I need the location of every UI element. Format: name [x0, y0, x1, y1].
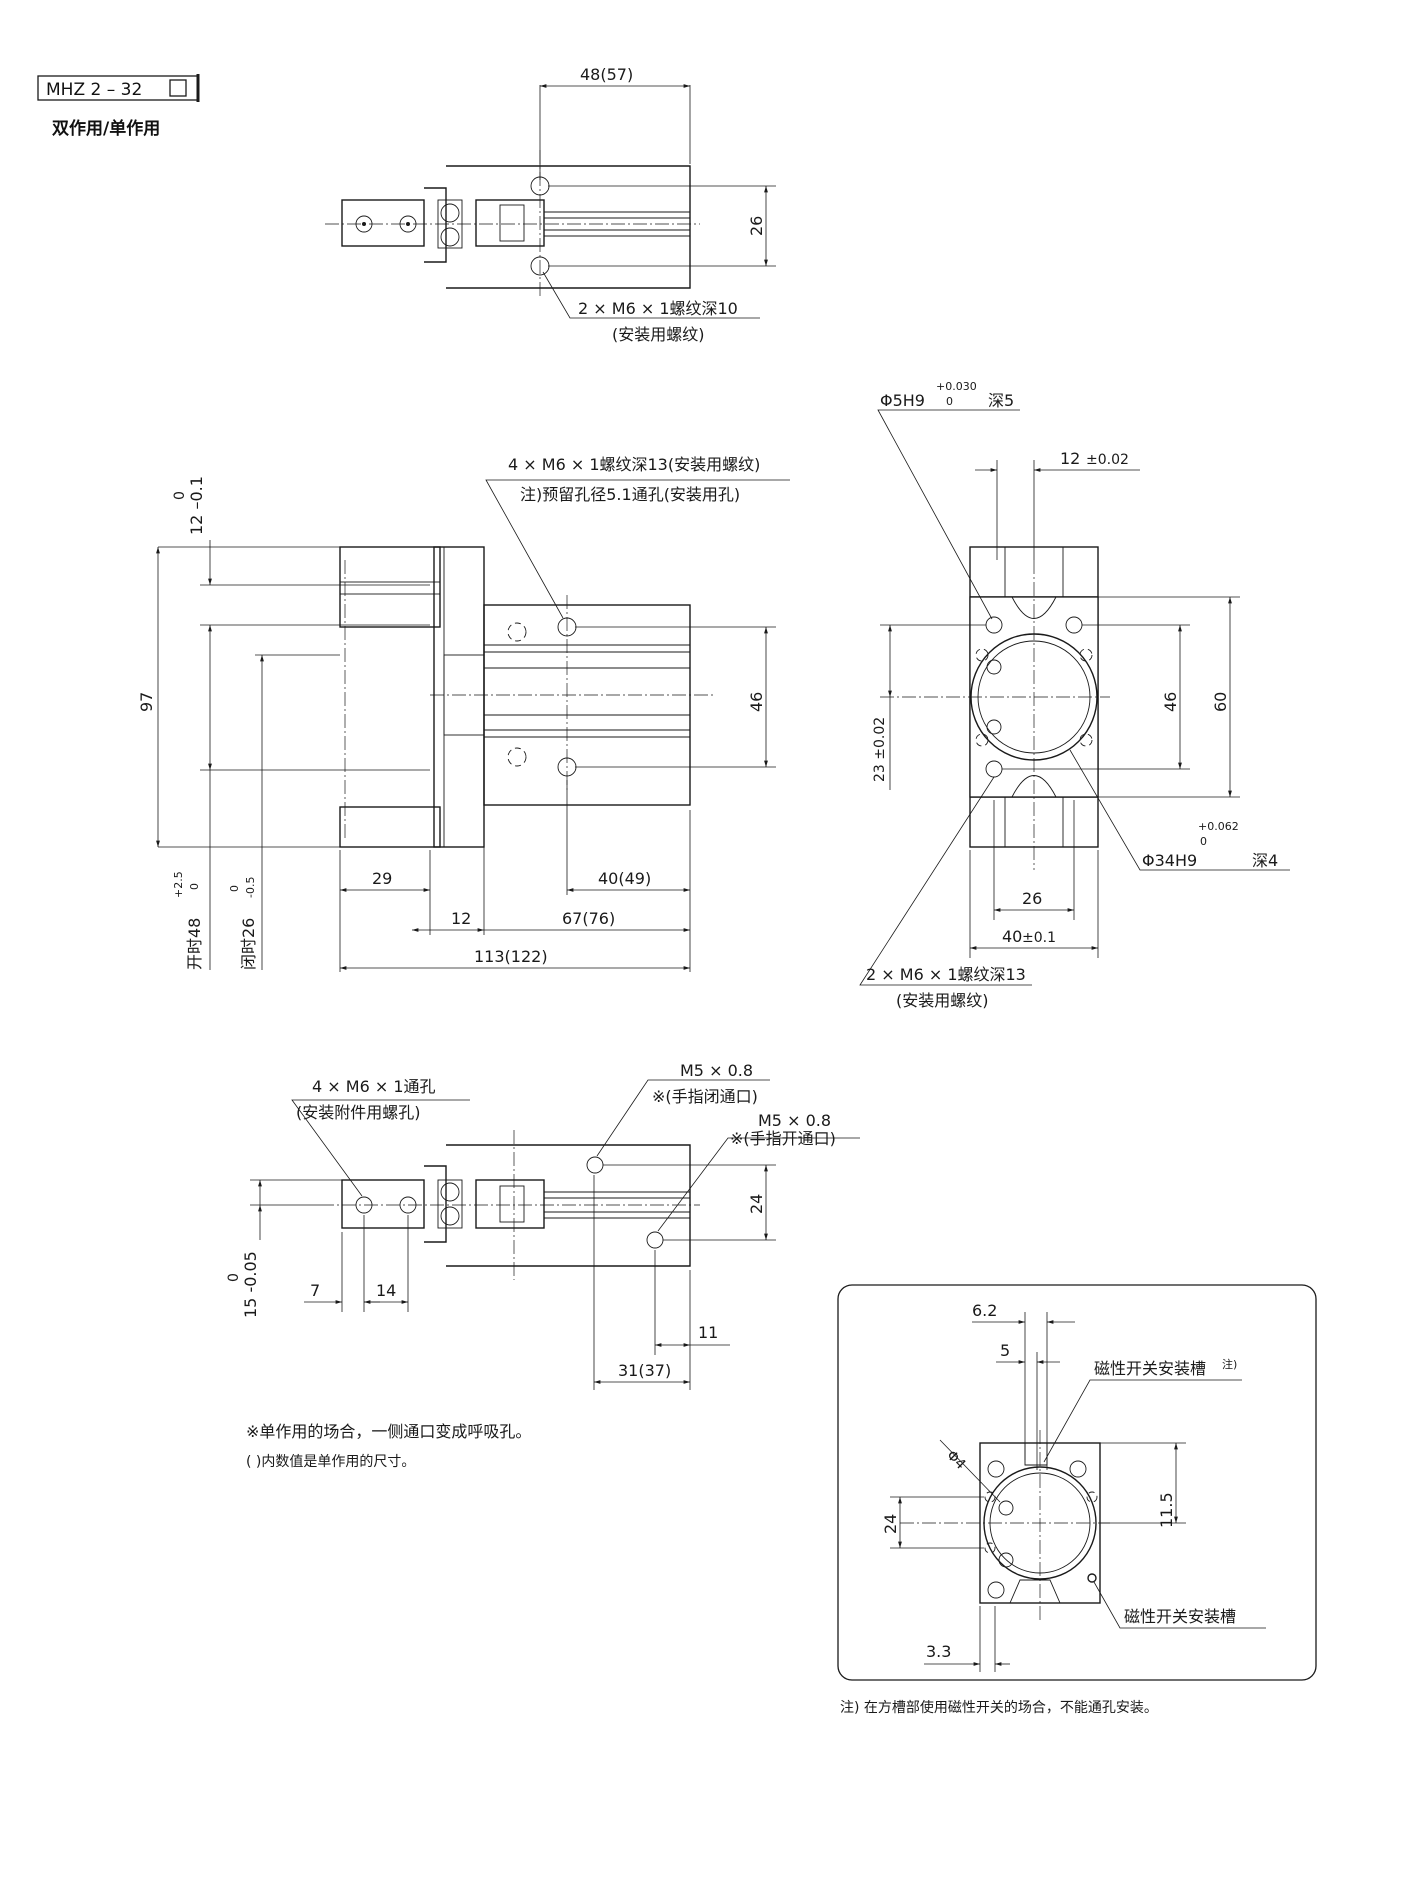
dim-67-76: 67(76) [562, 909, 615, 928]
phi34-tol-lo: 0 [1200, 835, 1207, 848]
phi34-main: Φ34H9 [1142, 851, 1197, 870]
front-view: 97 0 12 –0.1 开时48 +2.5 0 闭时26 0 -0.5 46 … [137, 455, 790, 972]
phi34-depth: 深4 [1252, 851, 1278, 870]
front-note-2: 注)预留孔径5.1通孔(安装用孔) [520, 485, 740, 504]
detail-footnote: 注) 在方槽部使用磁性开关的场合，不能通孔安装。 [840, 1699, 1158, 1716]
side-dim-40-tol: ±0.1 [1022, 930, 1056, 946]
bottom-note-b2: ※(手指闭通口) [652, 1087, 758, 1106]
detail-box: 6.2 5 磁性开关安装槽 注) Φ4 11.5 24 [837, 1284, 1317, 1716]
phi5-tol-lo: 0 [946, 395, 953, 408]
note-single-acting: ※单作用的场合，一侧通口变成呼吸孔。 [246, 1422, 531, 1441]
phi5-main: Φ5H9 [880, 391, 925, 410]
dim-6-2: 6.2 [972, 1301, 997, 1320]
dim-open-tol-hi: +2.5 [172, 871, 185, 898]
phi34-tol-hi: +0.062 [1198, 820, 1239, 833]
bottom-note-c1: M5 × 0.8 [758, 1111, 831, 1130]
slot-label: 磁性开关安装槽 [1094, 1359, 1206, 1378]
dim-12-tol-hi: 0 [172, 491, 188, 500]
front-dim-46: 46 [747, 692, 766, 712]
phi5-tol-hi: +0.030 [936, 380, 977, 393]
dim-open-tol-lo: 0 [188, 883, 201, 890]
dim-5: 5 [1000, 1341, 1010, 1360]
side-note-2: (安装用螺纹) [896, 991, 989, 1010]
model-title: MHZ 2 – 32 [46, 80, 142, 100]
dim-11: 11 [698, 1323, 718, 1342]
top-view: 48(57) 26 2 × M6 × 1螺纹深10 (安装用螺纹) [325, 65, 776, 344]
side-dim-46: 46 [1161, 692, 1180, 712]
dim-113-122: 113(122) [474, 947, 548, 966]
bottom-note-c2: ※(手指开通口) [730, 1129, 836, 1148]
top-note-2: (安装用螺纹) [612, 325, 705, 344]
side-note-1: 2 × M6 × 1螺纹深13 [866, 965, 1026, 984]
phi4: Φ4 [943, 1448, 968, 1473]
dim-26: 26 [747, 216, 766, 236]
bottom-note-a1: 4 × M6 × 1通孔 [312, 1077, 436, 1096]
slot-label-2: 磁性开关安装槽 [1124, 1607, 1236, 1626]
dim-11-5: 11.5 [1157, 1492, 1176, 1528]
front-dim-12: 12 [451, 909, 471, 928]
dim-3-3: 3.3 [926, 1642, 951, 1661]
dim-23: 23 ±0.02 [872, 717, 888, 782]
side-view: 12 ±0.02 Φ5H9 +0.030 0 深5 23 ±0.02 46 60… [859, 380, 1290, 1010]
dim-40-49: 40(49) [598, 869, 651, 888]
bottom-note-b1: M5 × 0.8 [680, 1061, 753, 1080]
header: MHZ 2 – 32 双作用/单作用 [37, 74, 200, 139]
dim-open-main: 开时48 [185, 918, 204, 970]
dim-close-main: 闭时26 [239, 918, 258, 970]
note-parentheses: ( )内数值是单作用的尺寸。 [246, 1454, 415, 1470]
dim-48-57: 48(57) [580, 65, 633, 84]
dim-15-lo: 15 -0.05 [241, 1251, 260, 1318]
side-dim-12: 12 [1060, 449, 1080, 468]
side-dim-12-tol: ±0.02 [1086, 452, 1129, 468]
side-dim-26: 26 [1022, 889, 1042, 908]
front-note-1: 4 × M6 × 1螺纹深13(安装用螺纹) [508, 455, 760, 474]
slot-label-sup: 注) [1222, 1357, 1237, 1371]
model-subtitle: 双作用/单作用 [52, 118, 160, 139]
bottom-note-a2: (安装附件用螺孔) [296, 1103, 421, 1122]
dim-14: 14 [376, 1281, 396, 1300]
bottom-view: 0 15 -0.05 7 14 24 11 31(37) 4 × M6 × 1通… [226, 1061, 860, 1390]
notes: ※单作用的场合，一侧通口变成呼吸孔。 ( )内数值是单作用的尺寸。 [246, 1422, 531, 1470]
side-dim-40: 40 [1002, 927, 1022, 946]
detail-dim-24: 24 [881, 1514, 900, 1534]
dim-29: 29 [372, 869, 392, 888]
dim-15-hi: 0 [226, 1273, 242, 1282]
dim-97: 97 [137, 692, 156, 712]
phi5-depth: 深5 [988, 391, 1014, 410]
side-dim-60: 60 [1211, 692, 1230, 712]
top-note-1: 2 × M6 × 1螺纹深10 [578, 299, 738, 318]
dim-close-tol-lo: -0.5 [244, 877, 257, 898]
dim-31-37: 31(37) [618, 1361, 671, 1380]
dim-7: 7 [310, 1281, 320, 1300]
bottom-dim-24: 24 [747, 1194, 766, 1214]
dim-close-tol-hi: 0 [228, 885, 241, 892]
dim-12-tol-lo: 12 –0.1 [187, 476, 206, 535]
